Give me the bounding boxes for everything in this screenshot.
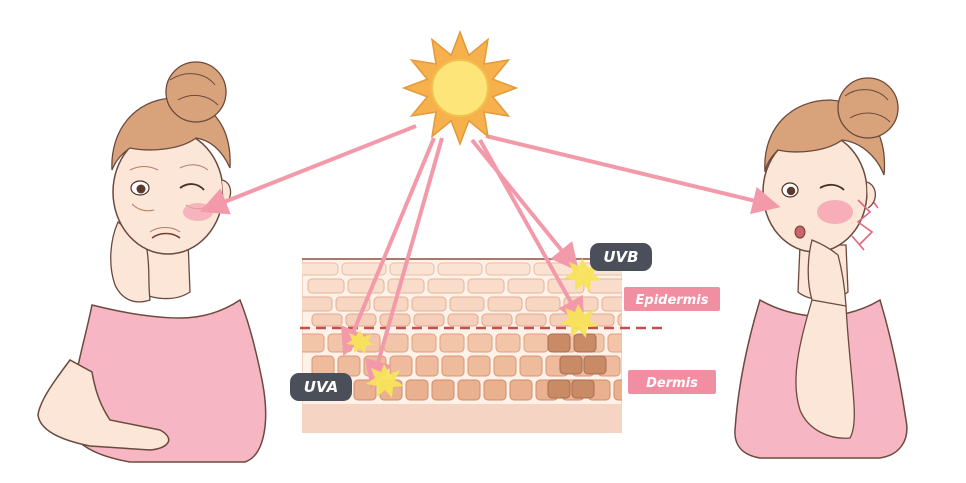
- pigment-cell: [559, 355, 583, 375]
- dermis-cell: [415, 355, 439, 377]
- dermis-cell: [439, 333, 465, 353]
- epidermis-cell: [507, 278, 545, 294]
- epidermis-cell: [427, 278, 465, 294]
- left-woman-illustration: [37, 61, 267, 463]
- pigment-cell: [571, 379, 595, 399]
- dermis-label: Dermis: [628, 370, 716, 394]
- epidermis-cell: [515, 313, 547, 327]
- epidermis-cell: [411, 296, 447, 312]
- epidermis-label: Epidermis: [624, 287, 720, 311]
- uvb-label: UVB: [590, 243, 652, 271]
- epidermis-cell: [587, 278, 622, 294]
- dermis-cell: [495, 333, 521, 353]
- epidermis-cell: [311, 313, 343, 327]
- left-woman-cheek-blush: [183, 203, 213, 221]
- subcutaneous-layer: [302, 404, 622, 433]
- dermis-cell: [383, 333, 409, 353]
- uva-label: UVA: [290, 373, 352, 401]
- dermis-cell: [411, 333, 437, 353]
- epidermis-cell: [373, 296, 409, 312]
- uv-spark-icon: [346, 258, 602, 398]
- epidermis-cell: [617, 313, 622, 327]
- uvb-ray-1: [470, 138, 579, 272]
- epidermis-cell: [487, 296, 523, 312]
- dermis-cell: [467, 333, 493, 353]
- uvb-label-text: UVB: [603, 248, 638, 266]
- sun-core: [431, 59, 489, 117]
- epidermis-cell: [347, 278, 385, 294]
- dermis-cell: [607, 333, 622, 353]
- dermis-cell: [613, 379, 622, 401]
- epidermis-cell: [341, 262, 387, 276]
- dermis-cell: [431, 379, 455, 401]
- dermis-cell: [523, 333, 549, 353]
- epidermis-label-text: Epidermis: [636, 293, 709, 308]
- epidermis-cell: [387, 278, 425, 294]
- uva-label-text: UVA: [304, 378, 338, 396]
- right-woman-bun: [837, 77, 899, 139]
- right-woman-cheek-burn: [817, 200, 853, 224]
- pigment-cell: [583, 355, 607, 375]
- epidermis-cell: [307, 278, 345, 294]
- right-woman-illustration: [734, 77, 908, 459]
- epidermis-cell: [601, 296, 622, 312]
- epidermis-cell: [481, 313, 513, 327]
- epidermis-cell: [379, 313, 411, 327]
- pigment-cell: [547, 379, 571, 399]
- epidermis-cell: [449, 296, 485, 312]
- epidermis-cell: [525, 296, 561, 312]
- dermis-cell: [493, 355, 517, 377]
- left-woman-arm: [37, 359, 170, 451]
- dermis-label-text: Dermis: [646, 376, 698, 391]
- sun-icon: [401, 29, 519, 147]
- left-woman-bun: [165, 61, 227, 123]
- dermis-cell: [509, 379, 533, 401]
- dermis-cell: [302, 333, 325, 353]
- epidermis-cell: [447, 313, 479, 327]
- dermis-cell: [467, 355, 491, 377]
- dermis-cell: [483, 379, 507, 401]
- epidermis-cell: [302, 262, 339, 276]
- ray-to-right-woman: [485, 134, 781, 215]
- epidermis-cell: [437, 262, 483, 276]
- epidermis-cell: [389, 262, 435, 276]
- uva-ray-1: [341, 137, 436, 357]
- epidermis-cell: [413, 313, 445, 327]
- dermis-cell: [457, 379, 481, 401]
- epidermis-cell: [485, 262, 531, 276]
- epidermis-cell: [467, 278, 505, 294]
- dermis-cell: [519, 355, 543, 377]
- uva-ray-2: [364, 137, 444, 389]
- skin-cross-section: [302, 258, 622, 433]
- uv-rays: [199, 124, 781, 389]
- dermis-cell: [441, 355, 465, 377]
- epidermis-cell: [302, 296, 333, 312]
- ray-to-left-woman: [199, 124, 417, 215]
- dermis-cell: [405, 379, 429, 401]
- pigment-cell: [547, 333, 571, 353]
- uvb-ray-2: [478, 139, 585, 327]
